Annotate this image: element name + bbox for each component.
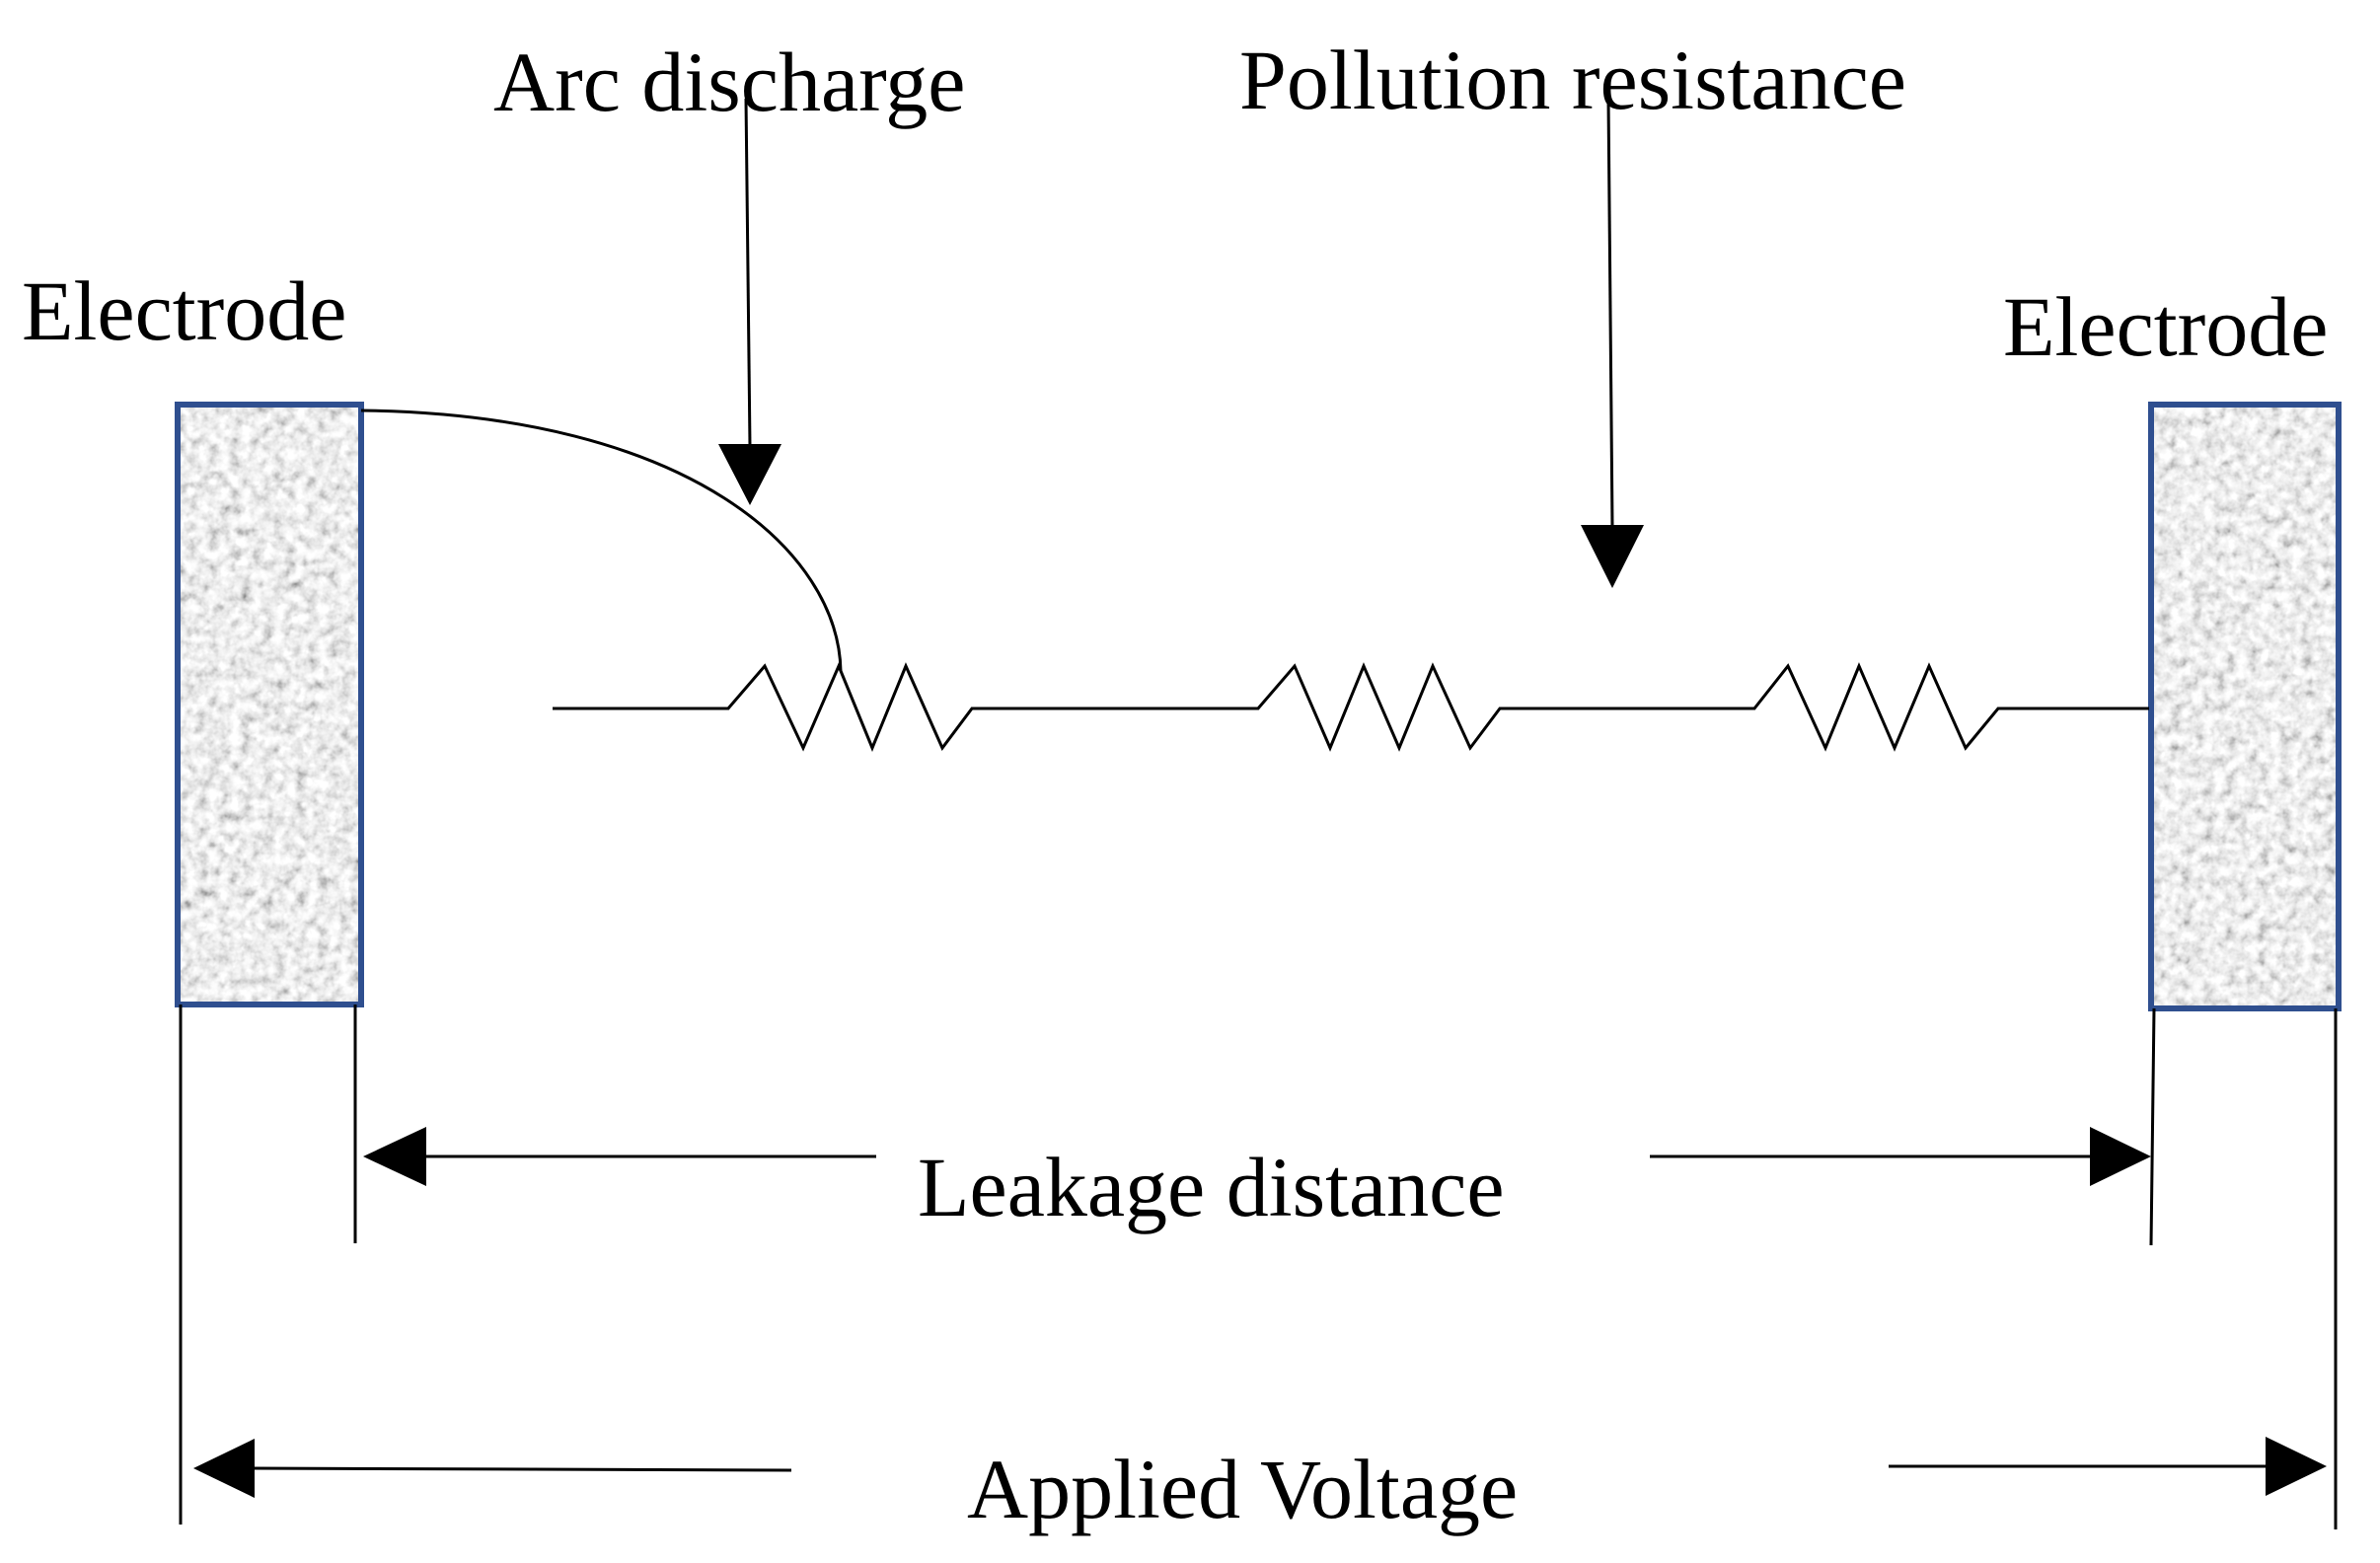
pollution-resistor-chain	[553, 662, 2149, 752]
leakage-distance-arrow-left	[363, 1127, 876, 1186]
arc-discharge-curve	[360, 409, 843, 672]
applied-voltage-arrow-left	[193, 1439, 792, 1498]
electrode-left-label: Electrode	[22, 263, 346, 358]
electrode-right	[2148, 402, 2342, 1011]
electrode-right-label: Electrode	[2003, 279, 2328, 374]
extension-line-right-inner	[2149, 1007, 2156, 1246]
electrode-left	[175, 402, 364, 1007]
leakage-distance-arrow-right	[1650, 1127, 2151, 1186]
applied-voltage-label: Applied Voltage	[967, 1442, 1518, 1536]
arc-discharge-pointer-arrow	[718, 98, 781, 505]
arc-discharge-label: Arc discharge	[493, 35, 965, 129]
leakage-distance-label: Leakage distance	[918, 1140, 1504, 1234]
pollution-resistance-label: Pollution resistance	[1239, 33, 1906, 127]
pollution-resistance-pointer-arrow	[1581, 98, 1644, 588]
applied-voltage-arrow-right	[1889, 1437, 2327, 1496]
